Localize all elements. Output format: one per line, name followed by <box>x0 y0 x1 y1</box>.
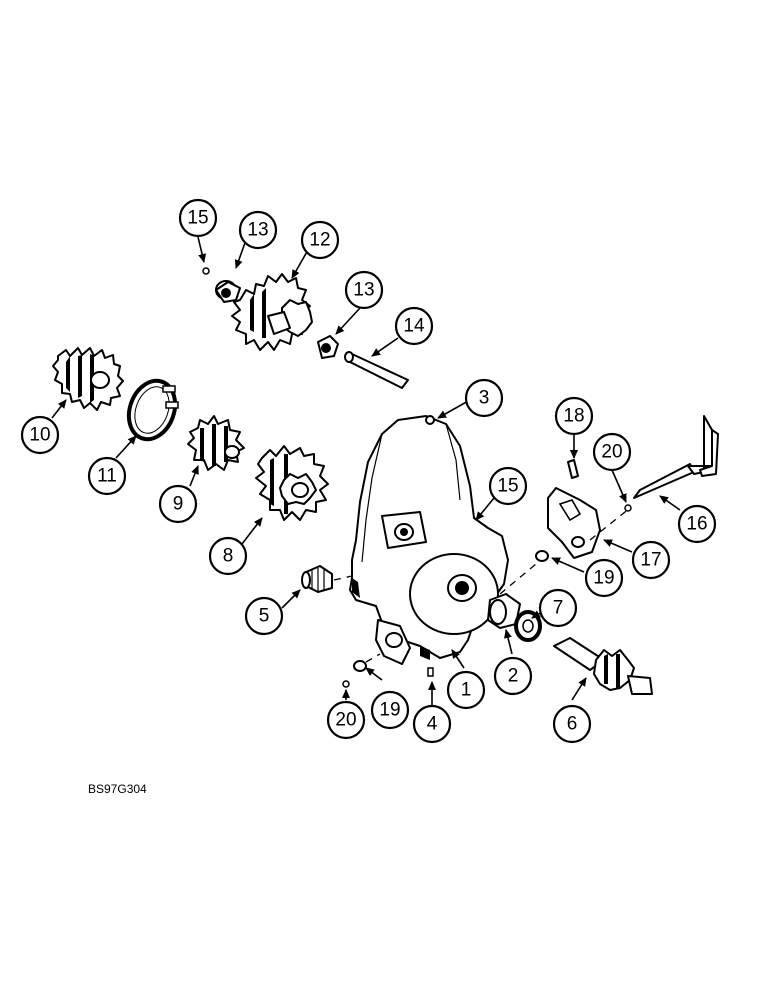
seal-7-illustration <box>514 610 542 642</box>
callout-3: 3 <box>464 378 504 418</box>
callout-5: 5 <box>244 596 284 636</box>
callout-14: 14 <box>394 306 434 346</box>
callout-9: 9 <box>158 484 198 524</box>
svg-text:17: 17 <box>640 550 661 571</box>
svg-text:6: 6 <box>567 714 578 735</box>
callout-18: 18 <box>554 396 594 436</box>
svg-text:15: 15 <box>497 476 518 497</box>
callout-12: 12 <box>300 220 340 260</box>
shaft-14-illustration <box>344 351 409 389</box>
svg-text:9: 9 <box>173 494 184 515</box>
pinion-gear-9-illustration <box>187 415 245 471</box>
svg-text:7: 7 <box>553 598 564 619</box>
callout-2: 2 <box>493 656 533 696</box>
svg-text:13: 13 <box>247 220 268 241</box>
callout-1: 1 <box>446 670 486 710</box>
idler-gear-12-illustration <box>215 273 339 359</box>
callout-19-right: 19 <box>584 558 624 598</box>
svg-text:19: 19 <box>593 568 614 589</box>
snap-ring-11-illustration <box>126 378 179 442</box>
svg-text:11: 11 <box>97 466 117 487</box>
gear-8-illustration <box>255 445 329 521</box>
shift-fork-17-illustration <box>547 487 601 559</box>
callout-13-top: 13 <box>238 210 278 250</box>
callout-6: 6 <box>552 704 592 744</box>
svg-text:15: 15 <box>187 208 208 229</box>
callout-20-bottom: 20 <box>326 700 366 740</box>
svg-text:16: 16 <box>686 514 707 535</box>
callout-17: 17 <box>631 540 671 580</box>
callout-15-housing: 15 <box>488 466 528 506</box>
svg-text:2: 2 <box>508 666 519 687</box>
pump-housing-1-illustration <box>349 415 509 665</box>
svg-text:4: 4 <box>427 714 438 735</box>
pinion-shaft-6-illustration <box>553 637 653 695</box>
svg-text:5: 5 <box>259 606 270 627</box>
gear-10-illustration <box>52 347 124 411</box>
svg-text:19: 19 <box>379 700 400 721</box>
callout-16: 16 <box>677 504 717 544</box>
leader-lines <box>51 236 681 706</box>
svg-text:18: 18 <box>563 406 584 427</box>
callout-8: 8 <box>208 536 248 576</box>
callout-19-bottom: 19 <box>370 690 410 730</box>
callout-13-right: 13 <box>344 270 384 310</box>
small-fittings-illustration <box>202 267 632 688</box>
svg-text:12: 12 <box>309 230 330 251</box>
svg-text:20: 20 <box>601 442 622 463</box>
callout-7: 7 <box>538 588 578 628</box>
svg-text:1: 1 <box>461 680 472 701</box>
plug-5-illustration <box>301 565 333 593</box>
callout-4: 4 <box>412 704 452 744</box>
svg-text:13: 13 <box>353 280 374 301</box>
pin-18-illustration <box>567 459 579 479</box>
callout-15-top: 15 <box>178 198 218 238</box>
bushing-2-illustration <box>487 593 521 629</box>
callout-20-right: 20 <box>592 432 632 472</box>
callout-11: 11 <box>87 456 127 496</box>
shift-rod-16-illustration <box>633 415 719 499</box>
svg-text:3: 3 <box>479 388 490 409</box>
figure-reference-code: BS97G304 <box>88 782 147 796</box>
svg-text:10: 10 <box>29 425 50 446</box>
svg-text:20: 20 <box>335 710 356 731</box>
svg-text:14: 14 <box>403 316 425 337</box>
alignment-lines <box>333 507 631 663</box>
svg-text:8: 8 <box>223 546 234 567</box>
callout-10: 10 <box>20 415 60 455</box>
